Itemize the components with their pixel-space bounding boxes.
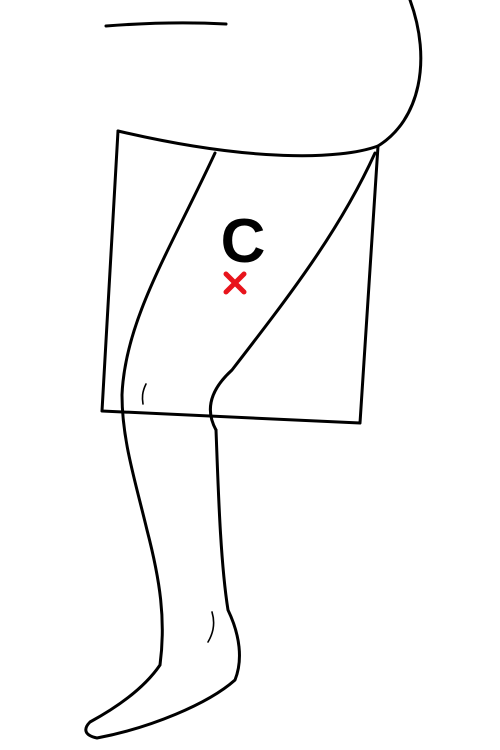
leg-back-contour [208,151,377,432]
ankle-line [207,611,215,643]
shorts-outline [100,129,380,425]
seat-edge-line [104,21,228,28]
point-label-c: C [221,207,266,276]
cross-marker-stroke-2 [223,271,247,295]
buttock-outline [116,0,423,158]
knee-crease [141,383,147,405]
cross-marker [223,271,247,295]
leg-front-contour [84,151,241,740]
